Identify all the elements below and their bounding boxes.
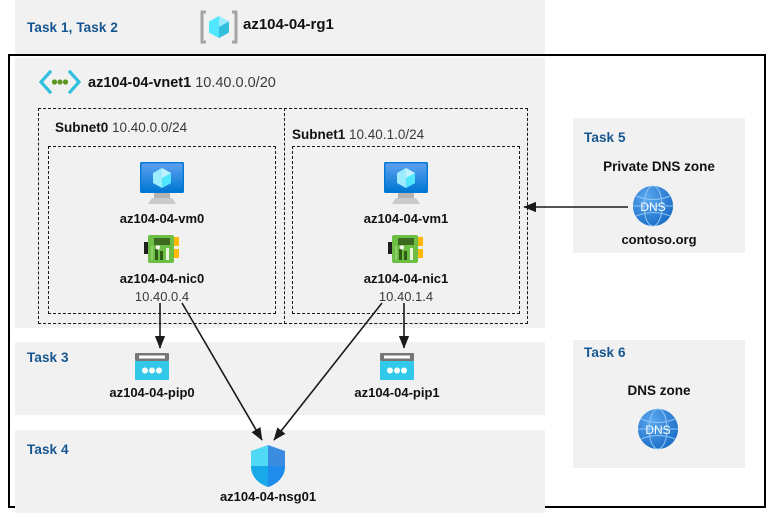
task-label-5: Task 5	[584, 130, 626, 145]
network-security-group-icon	[249, 444, 287, 488]
public-ip-address-icon	[133, 352, 171, 382]
dns-zone-title: DNS zone	[627, 383, 691, 398]
subnet1-title: Subnet1 10.40.1.0/24	[292, 127, 424, 142]
subnet1-name: Subnet1	[292, 127, 346, 142]
task5-panel	[573, 118, 745, 253]
vnet-title: az104-04-vnet1 10.40.0.0/20	[88, 75, 276, 91]
task1-task2-panel	[15, 0, 545, 54]
network-interface-icon	[388, 233, 424, 265]
nic0-label: az104-04-nic0	[119, 271, 205, 286]
nic1-ip: 10.40.1.4	[378, 289, 434, 304]
dns-icon: DNS	[637, 408, 679, 450]
task-label-3: Task 3	[27, 350, 69, 365]
vm0-label: az104-04-vm0	[119, 211, 205, 226]
virtual-network-icon	[38, 69, 82, 95]
vnet-name: az104-04-vnet1	[88, 75, 192, 91]
subnet1-inner-boundary	[292, 146, 520, 314]
resource-group-icon	[200, 8, 238, 46]
network-interface-icon	[144, 233, 180, 265]
svg-text:DNS: DNS	[645, 423, 670, 437]
private-dns-zone-title: Private DNS zone	[603, 159, 715, 174]
pip1-label: az104-04-pip1	[354, 385, 440, 400]
virtual-machine-icon	[136, 160, 188, 206]
nsg-label: az104-04-nsg01	[219, 489, 317, 504]
nic0-ip: 10.40.0.4	[134, 289, 190, 304]
subnet0-prefix: 10.40.0.0/24	[112, 120, 188, 135]
subnet0-name: Subnet0	[55, 120, 109, 135]
vnet-address-space: 10.40.0.0/20	[195, 75, 276, 91]
subnet1-prefix: 10.40.1.0/24	[349, 127, 425, 142]
task-label-4: Task 4	[27, 442, 69, 457]
vm1-label: az104-04-vm1	[363, 211, 449, 226]
task3-panel	[15, 342, 545, 415]
resource-group-name: az104-04-rg1	[243, 16, 334, 33]
subnet1-boundary	[284, 108, 528, 324]
public-ip-address-icon	[378, 352, 416, 382]
dns-icon: DNS	[632, 185, 674, 227]
svg-text:DNS: DNS	[640, 200, 665, 214]
vnet-panel	[15, 58, 545, 328]
virtual-machine-icon	[380, 160, 432, 206]
pip0-label: az104-04-pip0	[109, 385, 195, 400]
subnet0-title: Subnet0 10.40.0.0/24	[55, 120, 187, 135]
task-label-6: Task 6	[584, 345, 626, 360]
task-label-1-2: Task 1, Task 2	[27, 20, 118, 35]
private-dns-zone-name: contoso.org	[621, 232, 697, 247]
nic1-label: az104-04-nic1	[363, 271, 449, 286]
subnet0-inner-boundary	[48, 146, 276, 314]
